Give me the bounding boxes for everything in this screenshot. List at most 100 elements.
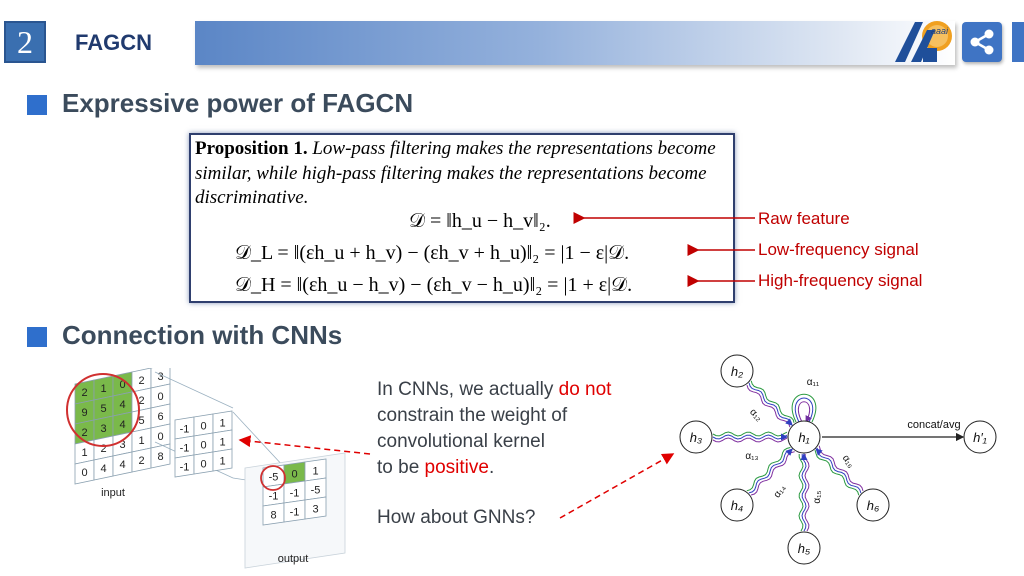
input-cell-value: 4 bbox=[100, 463, 106, 475]
share-button[interactable] bbox=[962, 22, 1002, 62]
header-bar bbox=[195, 21, 955, 65]
aaai-logo: aaai bbox=[895, 21, 952, 62]
edge-weight-label: α₁₅ bbox=[812, 490, 823, 503]
input-cell-value: 2 bbox=[100, 443, 106, 455]
section-title-cnn-connection: Connection with CNNs bbox=[62, 320, 343, 350]
input-cell-value: 3 bbox=[119, 439, 125, 451]
output-cell bbox=[304, 496, 327, 520]
output-cell-value: -1 bbox=[290, 507, 300, 519]
edge-weight-label: α₁₆ bbox=[840, 453, 857, 470]
kernel-cell-value: 1 bbox=[219, 437, 225, 449]
graph-edge-wave bbox=[712, 434, 788, 440]
self-loop bbox=[791, 393, 817, 423]
annotation-low-frequency: Low-frequency signal bbox=[758, 240, 919, 259]
output-cell-value: 1 bbox=[312, 466, 318, 478]
share-icon bbox=[970, 29, 994, 55]
input-cell-value: 5 bbox=[100, 403, 106, 415]
graph-edge-wave bbox=[748, 449, 793, 494]
header-title: FAGCN bbox=[75, 30, 152, 55]
graph-neighbor-node-label: h₄ bbox=[731, 498, 743, 513]
cnn-explanation: In CNNs, we actually do not constrain th… bbox=[377, 377, 611, 481]
graph-edge-wave bbox=[750, 380, 795, 423]
kernel-cell bbox=[212, 448, 233, 472]
input-cell-value: 0 bbox=[81, 467, 87, 479]
input-cell bbox=[150, 443, 171, 469]
section-bullet bbox=[27, 95, 47, 115]
graph-edge-wave bbox=[804, 454, 810, 532]
graph-edge-wave bbox=[818, 445, 864, 492]
input-cell-value: 8 bbox=[157, 451, 163, 463]
graph-edge-wave bbox=[816, 447, 862, 494]
self-loop bbox=[797, 401, 812, 423]
kernel-cell-value: -1 bbox=[180, 462, 190, 474]
kernel-cell-value: 0 bbox=[200, 421, 206, 433]
equation-dl: 𝒟_L = ‖(εh_u + h_v) − (εh_v + h_u)‖₂ = |… bbox=[235, 242, 630, 264]
kernel-cell-value: 1 bbox=[219, 456, 225, 468]
kernel-cell-value: 0 bbox=[200, 440, 206, 452]
graph-center-node bbox=[787, 420, 821, 454]
input-label: input bbox=[101, 487, 125, 499]
graph-output-node-label: h′₁ bbox=[973, 430, 987, 445]
graph-neighbor-node-label: h₃ bbox=[690, 430, 702, 445]
edge-bar bbox=[1012, 22, 1024, 62]
edge-weight-label: α₁₃ bbox=[745, 451, 758, 462]
input-cell-value: 1 bbox=[138, 435, 144, 447]
cnn-text-period: . bbox=[488, 457, 495, 478]
arrow-to-kernel bbox=[238, 435, 371, 455]
kernel-cell-value: 1 bbox=[219, 418, 225, 430]
input-cell-value: 2 bbox=[138, 395, 144, 407]
edge-weight-label: α₁₂ bbox=[747, 407, 764, 424]
input-cell-value: 5 bbox=[138, 415, 144, 427]
edge-weight-label: α₁₁ bbox=[807, 377, 820, 388]
input-cell-value: 2 bbox=[138, 375, 144, 387]
proposition-body: Low-pass filtering makes the representat… bbox=[195, 138, 716, 208]
graph-neighbor-node bbox=[679, 420, 713, 454]
annotation-high-frequency: High-frequency signal bbox=[758, 271, 923, 290]
section-title-expressive-power: Expressive power of FAGCN bbox=[62, 88, 414, 118]
input-cell-value: 2 bbox=[138, 455, 144, 467]
slide-number: 2 bbox=[4, 21, 46, 63]
graph-neighbor-node-label: h₆ bbox=[867, 498, 880, 513]
graph-edge-wave bbox=[746, 447, 791, 492]
output-cell-value: -1 bbox=[290, 488, 300, 500]
graph-neighbor-node-label: h₅ bbox=[798, 541, 811, 556]
input-cell-value: 2 bbox=[81, 427, 87, 439]
graph-edge-wave bbox=[801, 454, 807, 532]
graph-edge-wave bbox=[750, 451, 795, 496]
self-loop bbox=[794, 397, 814, 423]
cnn-text-line4: to be bbox=[377, 457, 425, 478]
graph-edge-wave bbox=[814, 449, 860, 496]
dashed-arrows bbox=[238, 435, 675, 519]
output-cell-value: 8 bbox=[270, 510, 276, 522]
edge-weight-label: α₁₄ bbox=[772, 483, 789, 500]
input-cell-value: 6 bbox=[157, 411, 163, 423]
graph-edge-arrowhead bbox=[785, 418, 793, 426]
input-cell-value: 0 bbox=[119, 379, 125, 391]
graph-edge-wave bbox=[712, 431, 788, 437]
graph-output-node bbox=[963, 420, 997, 454]
graph-center-node-label: h₁ bbox=[798, 430, 809, 445]
cnn-text-line2: constrain the weight of bbox=[377, 405, 568, 426]
graph-edge-wave bbox=[748, 382, 793, 426]
kernel-cell-value: -1 bbox=[180, 443, 190, 455]
equation-dh: 𝒟_H = ‖(εh_u − h_v) − (εh_v − h_u)‖₂ = |… bbox=[235, 274, 633, 296]
input-cell-value: 3 bbox=[100, 423, 106, 435]
graph-edge-arrowhead bbox=[815, 448, 823, 456]
input-cell-value: 1 bbox=[100, 383, 106, 395]
annotation-raw-feature: Raw feature bbox=[758, 209, 850, 228]
input-cell-value: 3 bbox=[157, 371, 163, 383]
input-cell-value: 2 bbox=[81, 387, 87, 399]
logo-text: aaai bbox=[931, 26, 949, 36]
graph-neighbor-node bbox=[856, 488, 890, 522]
input-cell-value: 0 bbox=[157, 431, 163, 443]
section-bullet bbox=[27, 327, 47, 347]
cnn-text-positive: positive bbox=[424, 457, 489, 478]
output-cell-value: -5 bbox=[311, 485, 321, 497]
gnn-question: How about GNNs? bbox=[377, 507, 536, 528]
graph-edge-wave bbox=[798, 454, 804, 532]
output-cell-value: 0 bbox=[291, 469, 297, 481]
output-label: output bbox=[278, 553, 309, 565]
output-cell-value: -5 bbox=[269, 472, 279, 484]
input-cell-value: 1 bbox=[81, 447, 87, 459]
